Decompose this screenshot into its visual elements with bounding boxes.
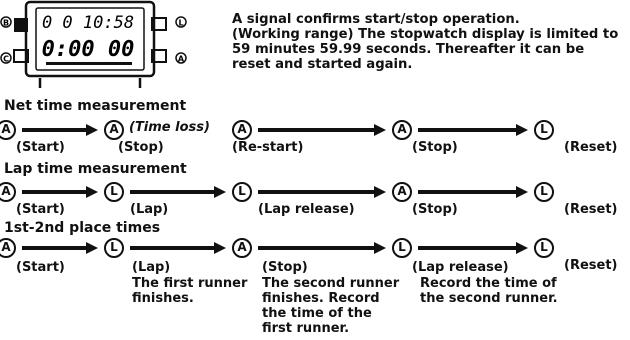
flow-arrow: [130, 242, 226, 254]
flow-arrow: [258, 242, 386, 254]
label-stop: (Stop): [262, 260, 308, 275]
flow-arrow: [22, 124, 98, 136]
label-start: (Start): [16, 260, 65, 275]
label-restart: (Re-start): [232, 140, 304, 155]
button-l-label: L: [178, 19, 183, 28]
label-reset: (Reset): [564, 140, 618, 155]
label-reset: (Reset): [564, 202, 618, 217]
display-bottom: 0:00 00: [42, 37, 135, 62]
flow-node-l-reset: L: [534, 238, 554, 258]
flow-arrow: [22, 242, 98, 254]
flow-arrow: [418, 242, 528, 254]
flow-node-l-lap-release: L: [392, 238, 412, 258]
flow-node-l-lap: L: [104, 182, 124, 202]
flow-node-l-reset: L: [534, 182, 554, 202]
description-first-runner: The first runner finishes.: [132, 276, 248, 306]
flow-node-a-stop: A: [104, 120, 124, 140]
label-stop: (Stop): [412, 202, 458, 217]
label-stop-2: (Stop): [412, 140, 458, 155]
label-lap-release: (Lap release): [258, 202, 355, 217]
flow-arrow: [258, 186, 386, 198]
flow-arrow: [22, 186, 98, 198]
flow-arrow: [418, 124, 528, 136]
flow-node-a-stop-2: A: [392, 120, 412, 140]
description-record-second: Record the time of the second runner.: [420, 276, 558, 306]
flow-node-a-restart: A: [232, 120, 252, 140]
label-start: (Start): [16, 140, 65, 155]
flow-node-l-lap: L: [104, 238, 124, 258]
button-c-label: C: [3, 55, 9, 64]
signal-description: A signal confirms start/stop operation. …: [232, 12, 624, 72]
flow-node-l-reset: L: [534, 120, 554, 140]
flow-arrow: [258, 124, 386, 136]
label-reset: (Reset): [564, 258, 618, 273]
flow-node-a-start: A: [0, 182, 16, 202]
label-lap: (Lap): [130, 202, 169, 217]
flow-node-l-lap-release: L: [232, 182, 252, 202]
description-second-runner: The second runner finishes. Record the t…: [262, 276, 400, 336]
flow-arrow: [418, 186, 528, 198]
label-start: (Start): [16, 202, 65, 217]
button-b-label: B: [3, 19, 9, 28]
watch-illustration: B C L A 0 0 10:58 0:00 00: [0, 0, 187, 88]
flow-node-a-start: A: [0, 238, 16, 258]
section-title-lap: Lap time measurement: [4, 161, 187, 177]
flow-node-a-stop: A: [392, 182, 412, 202]
signal-line-2: (Working range) The stopwatch display is…: [232, 27, 619, 72]
signal-line-1: A signal confirms start/stop operation.: [232, 12, 520, 27]
button-a-label: A: [178, 55, 185, 64]
section-title-place: 1st-2nd place times: [4, 220, 161, 236]
flow-node-a-start: A: [0, 120, 16, 140]
section-title-net: Net time measurement: [4, 98, 187, 114]
time-loss-note: (Time loss): [129, 120, 210, 135]
flow-node-a-stop: A: [232, 238, 252, 258]
label-stop: (Stop): [118, 140, 164, 155]
label-lap: (Lap): [132, 260, 171, 275]
flow-arrow: [130, 186, 226, 198]
label-lap-release: (Lap release): [412, 260, 509, 275]
display-top: 0 0 10:58: [42, 13, 134, 33]
